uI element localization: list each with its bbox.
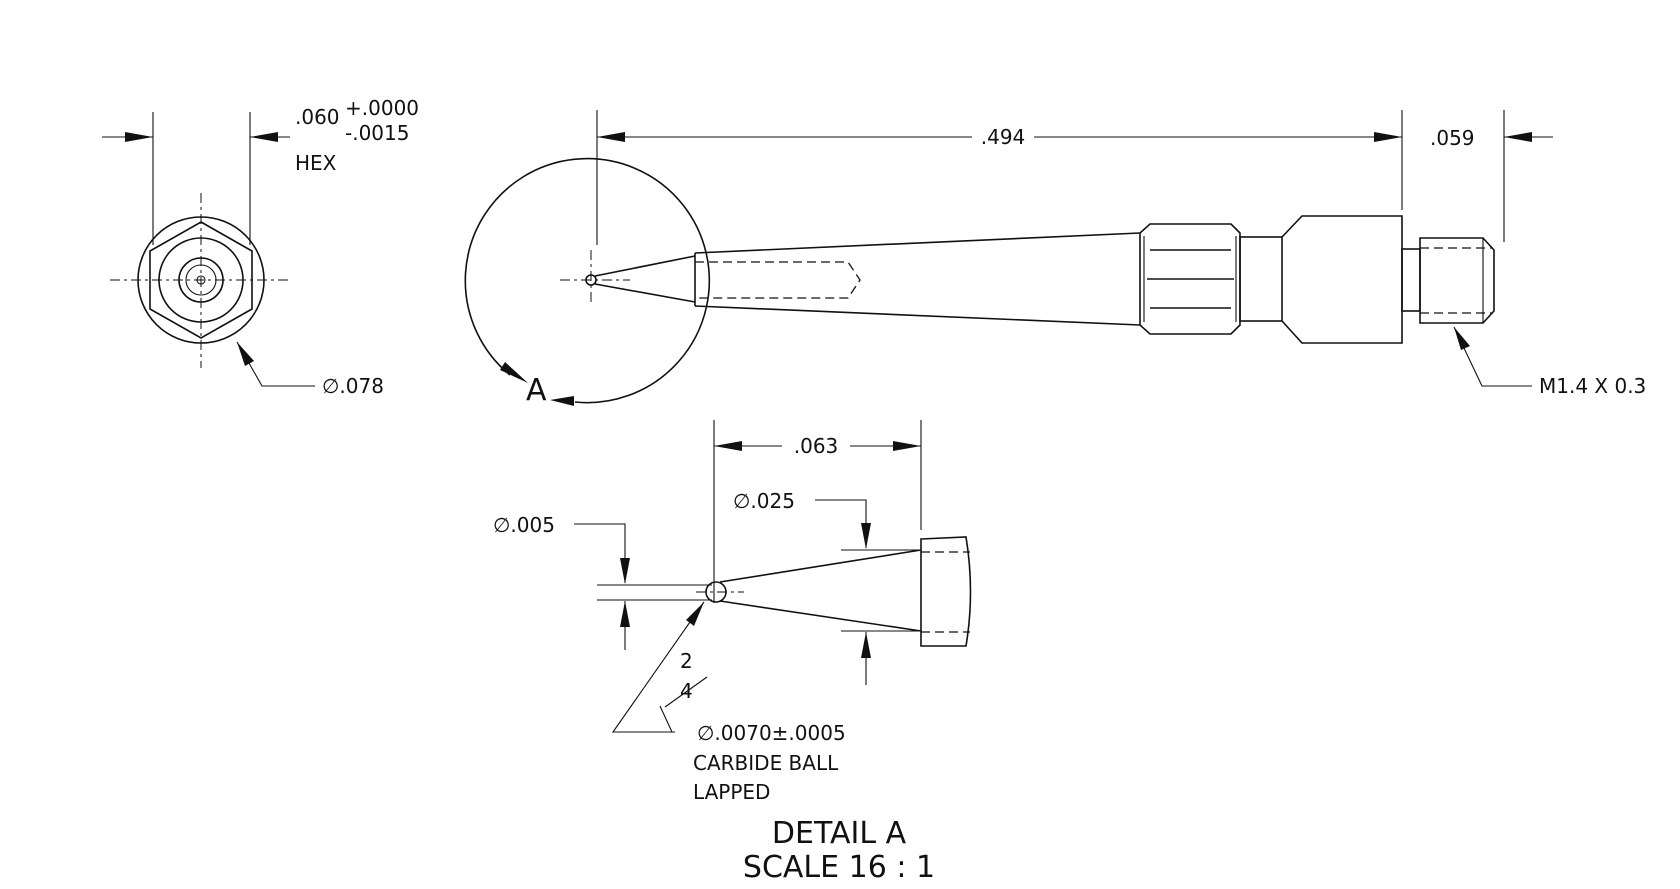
thread-leader — [1453, 326, 1532, 387]
dia-leader — [236, 341, 315, 387]
neck — [1239, 236, 1283, 322]
thread-len-label: .059 — [1430, 126, 1475, 150]
detail-arrow-right — [893, 441, 921, 451]
detail-a-arrow-1 — [500, 362, 528, 383]
detail-cone-top — [719, 549, 922, 583]
detail-arrow-left — [714, 441, 742, 451]
angle-leader-arrow — [686, 602, 704, 626]
angle-fraction-bar — [664, 676, 708, 708]
hex-arrow-left — [125, 132, 153, 142]
side-view: A — [464, 110, 1646, 408]
ball-finish: LAPPED — [693, 780, 770, 804]
tip-dia-label: ∅.005 — [493, 513, 555, 537]
end-view-inner-circle — [158, 237, 244, 323]
stylus-ball — [585, 274, 597, 286]
angle-top: 2 — [680, 649, 693, 673]
detail-view: .063 ∅.025 ∅.005 2 4 ∅. — [493, 420, 972, 885]
detail-cone-bottom — [719, 600, 922, 632]
hex-tol-minus: -.0015 — [345, 121, 409, 145]
tip-dia-arrow-top — [620, 558, 630, 584]
length-label: .494 — [981, 125, 1026, 149]
insert-bore-hidden — [695, 261, 861, 299]
detail-a-arrow-2 — [550, 396, 574, 406]
cone-dia-leader — [815, 499, 867, 548]
shank-taper-top — [694, 232, 1141, 254]
shank-taper-bottom — [694, 305, 1141, 326]
end-view-hex — [149, 221, 253, 339]
angle-leader — [611, 601, 705, 733]
angle-fraction-tick — [659, 705, 673, 733]
hex-dim-nominal: .060 — [295, 105, 340, 129]
thread-leader-arrow — [1454, 327, 1470, 350]
end-view-outer-circle — [137, 216, 265, 344]
thread-neck — [1401, 248, 1421, 312]
detail-length-label: .063 — [794, 434, 839, 458]
detail-a-circle — [464, 157, 711, 404]
cone-dia-label: ∅.025 — [733, 489, 795, 513]
stylus-cone-bottom — [594, 283, 696, 303]
detail-scale: SCALE 16 : 1 — [743, 850, 935, 885]
detail-a-callout: A — [526, 373, 547, 408]
dia-leader-arrow — [237, 342, 254, 366]
stylus-cone-top — [594, 255, 696, 277]
thread-label: M1.4 X 0.3 — [1539, 374, 1646, 398]
end-view: .060 +.0000 -.0015 HEX ∅.078 — [102, 96, 419, 398]
cone-dia-arrow-bottom — [861, 632, 871, 658]
length-arrow-left — [597, 132, 625, 142]
ball-dia-label: ∅.0070±.0005 — [697, 721, 846, 745]
main-cylinder — [1281, 215, 1403, 344]
thread-len-arrow-right — [1504, 132, 1532, 142]
detail-insert — [920, 536, 972, 647]
cone-dia-arrow-top — [861, 523, 871, 549]
end-view-bore-inner — [185, 264, 217, 296]
end-view-bore-outer — [178, 257, 224, 303]
length-arrow-right — [1374, 132, 1402, 142]
ball-material: CARBIDE BALL — [693, 751, 839, 775]
hex-body — [1139, 223, 1241, 335]
tip-dia-arrow-bottom — [620, 601, 630, 627]
tip-dia-leader — [574, 523, 626, 583]
hex-label: HEX — [295, 151, 337, 175]
detail-title: DETAIL A — [772, 816, 907, 851]
angle-bottom: 4 — [680, 679, 693, 703]
hex-tol-plus: +.0000 — [345, 96, 419, 120]
dia-label: ∅.078 — [322, 374, 384, 398]
end-view-tip — [196, 275, 206, 285]
hex-arrow-right — [250, 132, 278, 142]
